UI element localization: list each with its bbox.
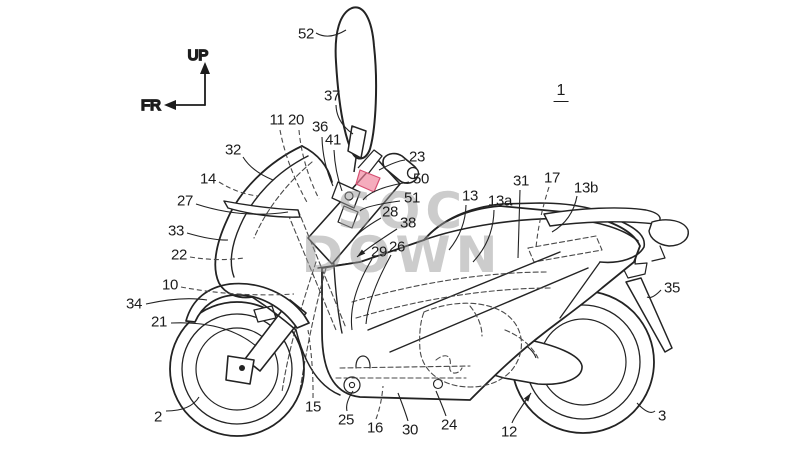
leader-33 [186, 232, 229, 241]
leader-37 [335, 104, 354, 135]
leader-22 [189, 256, 245, 261]
leader-36 [321, 136, 334, 187]
leader-11 [279, 129, 309, 205]
leader-15 [307, 329, 314, 399]
leader-20 [298, 129, 320, 200]
leader-arrowhead-38 [357, 249, 366, 257]
leader-13b [551, 195, 578, 233]
leader-21 [170, 322, 257, 347]
leader-35 [646, 289, 662, 299]
engine-frame-dashed [281, 209, 553, 393]
leader-arrowhead-12 [523, 393, 531, 402]
leader-28 [351, 217, 382, 242]
leader-2 [165, 396, 200, 412]
leader-13 [448, 204, 467, 251]
leader-14 [218, 181, 259, 197]
up-arrowhead-icon [200, 62, 210, 74]
leader-lines [145, 29, 662, 424]
up-axis-label: UP [188, 47, 209, 64]
leader-31 [517, 189, 521, 259]
leader-29 [350, 258, 373, 331]
body-silhouette [321, 205, 641, 401]
watermark: SOC DOWN [301, 182, 502, 284]
steering-column [307, 149, 420, 265]
leader-17 [535, 186, 550, 249]
leader-34 [145, 298, 208, 305]
leader-26 [365, 254, 392, 325]
front-axis-label: FR [141, 97, 161, 114]
leader-10 [180, 286, 295, 296]
leader-32 [242, 156, 274, 181]
leader-27 [195, 203, 289, 215]
leader-52 [315, 29, 347, 37]
leader-30 [397, 392, 409, 422]
leader-25 [346, 390, 354, 412]
leader-16 [375, 385, 384, 420]
leader-41 [333, 149, 343, 192]
leader-24 [435, 390, 447, 417]
leader-3 [636, 402, 656, 413]
direction-indicator: UP FR [140, 46, 210, 115]
seat-and-tail [423, 202, 689, 319]
leader-23 [378, 159, 406, 171]
watermark-line1: SOC [337, 182, 467, 240]
watermark-line2: DOWN [301, 226, 502, 284]
leader-51 [359, 200, 401, 212]
front-wheel [169, 301, 305, 437]
windscreen [334, 6, 378, 160]
leader-50 [362, 181, 410, 201]
leader-13a [472, 209, 495, 263]
front-arrowhead-icon [164, 100, 176, 110]
